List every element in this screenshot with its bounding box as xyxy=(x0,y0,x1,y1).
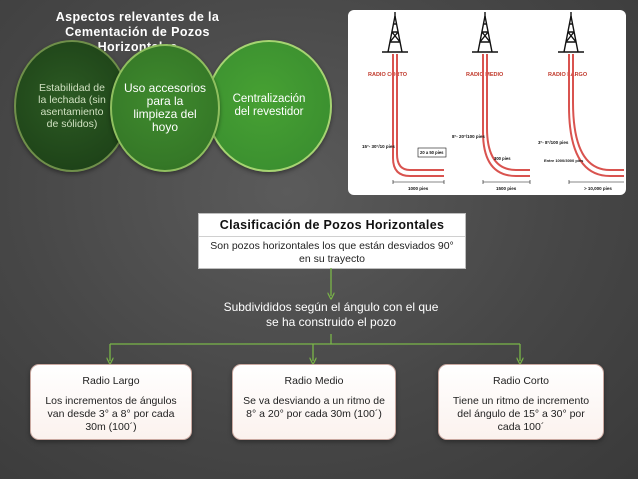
subdivision-text: Subdivididos según el ángulo con el que … xyxy=(223,300,439,329)
branch-long-radius-title: Radio Largo xyxy=(82,375,140,387)
derrick-icon xyxy=(382,12,408,53)
well-angle-medium: 8°- 20°/100 pies xyxy=(452,134,485,139)
wells-diagram-svg: RADIO CORTO RADIO MEDIO RADIO LARGO xyxy=(362,12,624,191)
well-angle-long: 3°- 8°/100 pies xyxy=(538,140,569,145)
well-angle-short: 15°- 30°/10 pies xyxy=(362,144,395,149)
derrick-icon xyxy=(558,12,584,53)
circle-slurry-stability-label: Estabilidad de la lechada (sin asentamie… xyxy=(38,82,106,130)
well-length-medium: 1500 pies xyxy=(496,186,517,191)
well-length-long: > 10,000 pies xyxy=(584,186,612,191)
well-title-long: RADIO LARGO xyxy=(548,72,588,78)
well-radius-medium: 300 pies xyxy=(494,156,511,161)
circle-hole-cleaning-label: Uso accesorios para la limpieza del hoyo xyxy=(123,81,207,134)
circle-casing-centralization: Centralización del revestidor xyxy=(206,40,332,172)
well-path-medium xyxy=(482,54,530,177)
radius-box-short xyxy=(417,147,447,158)
well-radius-long: Entre 1000/3000 pies xyxy=(544,158,584,163)
classification-description: Son pozos horizontales los que están des… xyxy=(210,240,454,265)
classification-heading: Clasificación de Pozos Horizontales xyxy=(199,214,465,237)
well-path-long xyxy=(568,54,624,177)
slide-title-line-1: Aspectos relevantes de la xyxy=(55,10,220,24)
length-brackets xyxy=(392,180,624,184)
slide-title: Aspectos relevantes de la Cementación de… xyxy=(30,10,245,55)
branch-medium-radius-description: Se va desviando a un ritmo de 8° a 20° p… xyxy=(243,395,385,420)
classification-box: Clasificación de Pozos Horizontales Son … xyxy=(198,213,466,269)
branch-long-radius-description: Los incrementos de ángulos van desde 3° … xyxy=(45,395,177,433)
well-radius-short: 20 a 50 pies xyxy=(420,150,444,155)
well-title-short: RADIO CORTO xyxy=(368,72,408,78)
circle-casing-centralization-label: Centralización del revestidor xyxy=(232,93,306,118)
branch-medium-radius: Radio Medio Se va desviando a un ritmo d… xyxy=(232,364,396,440)
branch-short-radius: Radio Corto Tiene un ritmo de incremento… xyxy=(438,364,604,440)
well-length-short: 1000 pies xyxy=(408,186,429,191)
branch-short-radius-title: Radio Corto xyxy=(492,375,550,387)
circle-slurry-stability: Estabilidad de la lechada (sin asentamie… xyxy=(14,40,130,172)
well-title-medium: RADIO MEDIO xyxy=(466,72,504,78)
branch-medium-radius-title: Radio Medio xyxy=(284,375,344,387)
derrick-icon xyxy=(472,12,498,53)
branch-long-radius: Radio Largo Los incrementos de ángulos v… xyxy=(30,364,192,440)
well-path-short xyxy=(392,54,444,177)
circle-hole-cleaning: Uso accesorios para la limpieza del hoyo xyxy=(110,44,220,172)
branch-short-radius-description: Tiene un ritmo de incremento del ángulo … xyxy=(452,395,590,433)
wells-radius-diagram: RADIO CORTO RADIO MEDIO RADIO LARGO xyxy=(348,10,626,195)
